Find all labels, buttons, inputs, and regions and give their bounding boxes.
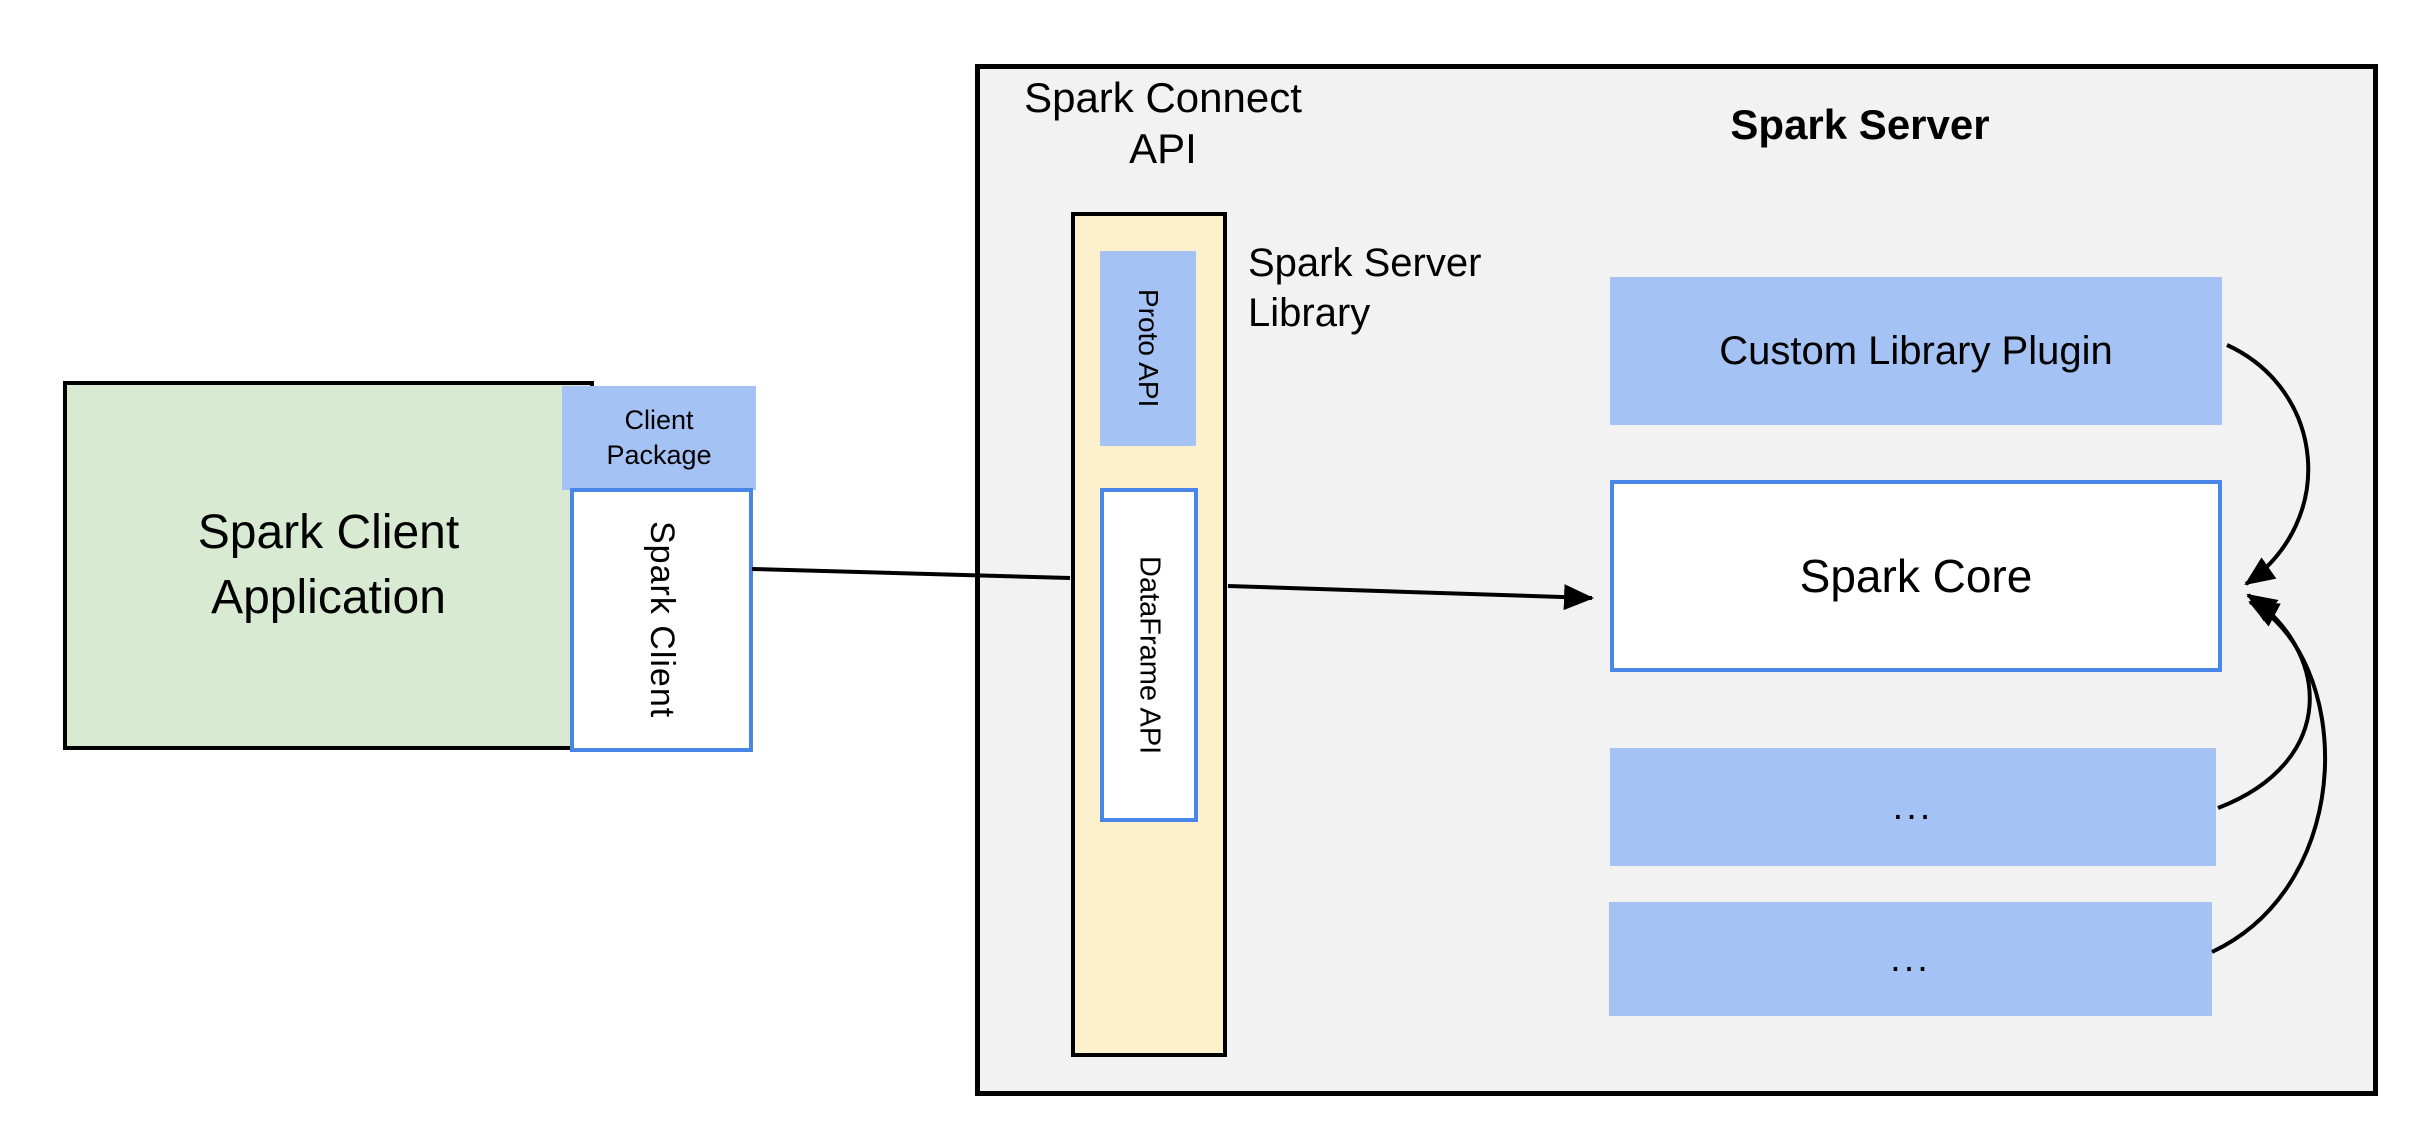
spark-connect-api-title: Spark Connect API (1024, 74, 1302, 173)
spark-core-box: Spark Core (1610, 480, 2222, 672)
spark-server-title: Spark Server (1730, 101, 1990, 148)
plugin-placeholder-box-1: ... (1610, 748, 2216, 866)
spark-server-library-label: Spark Server Library (1248, 241, 1482, 335)
proto-api-box: Proto API (1100, 251, 1196, 446)
client-package-box: Client Package (562, 386, 756, 490)
dataframe-api-box: DataFrame API (1100, 488, 1198, 822)
custom-library-plugin-box: Custom Library Plugin (1610, 277, 2222, 425)
spark-client-box: Spark Client (570, 488, 753, 752)
plugin-placeholder-box-2: ... (1609, 902, 2212, 1016)
spark-client-application-box: Spark Client Application (63, 381, 594, 750)
